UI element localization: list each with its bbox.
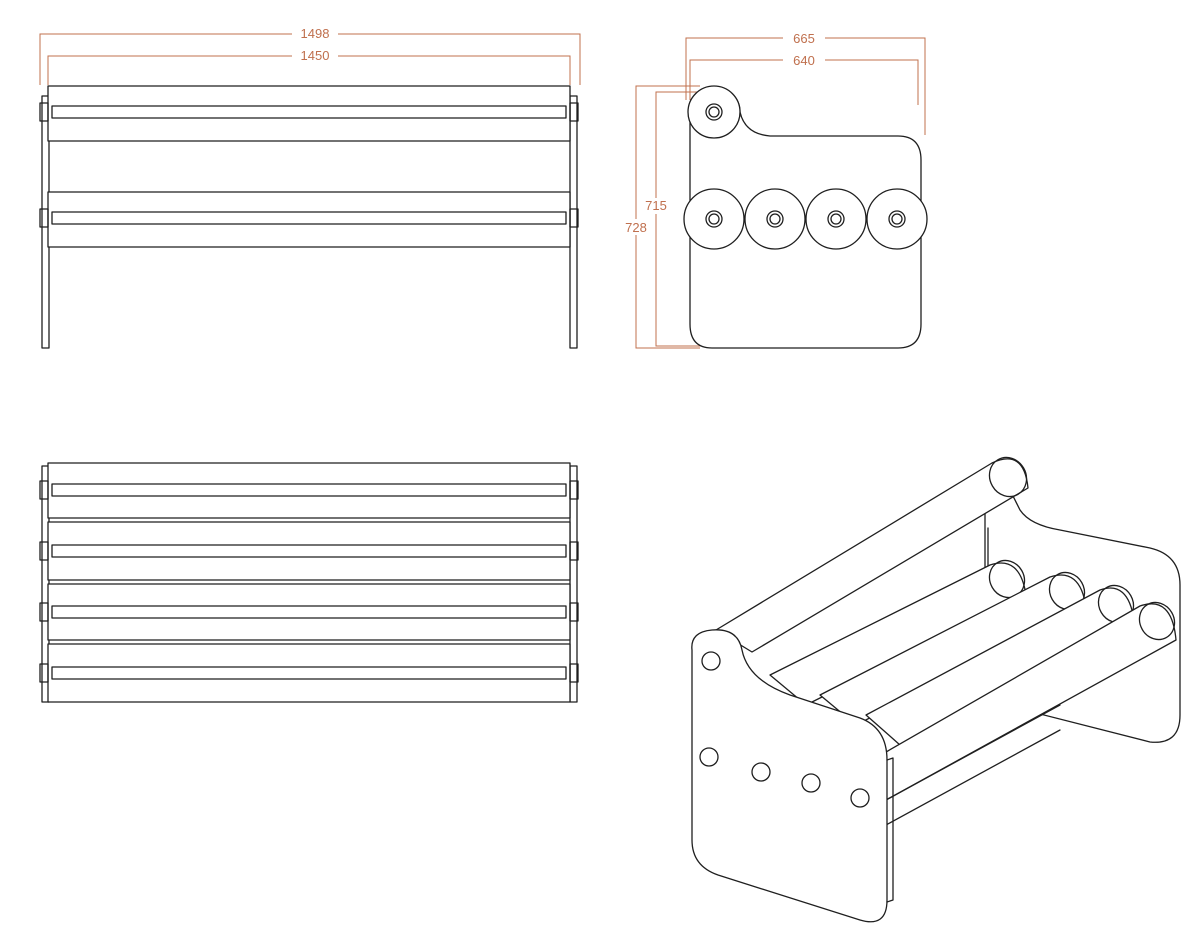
- top-view-roller-3: [47, 583, 571, 641]
- top-view-axle-4: [51, 666, 567, 680]
- top-view-axle-1: [51, 483, 567, 497]
- iso-underside-rail: [885, 704, 1061, 826]
- top-view-axle-2: [51, 544, 567, 558]
- side-top-roller-end: [687, 85, 741, 139]
- dimension-inner-width: 1450: [47, 48, 571, 85]
- top-view-bolt-right-1: [569, 480, 579, 500]
- top-view-bolt-left-4: [39, 663, 49, 683]
- side-view: 665 640 728 715: [620, 30, 928, 349]
- top-view-roller-2: [47, 521, 571, 581]
- side-seat-roller-end-3: [805, 188, 867, 250]
- top-view-roller-4: [47, 643, 571, 703]
- front-view: 1498 1450: [39, 26, 581, 349]
- front-seat-axle: [51, 211, 567, 225]
- front-seat-roller: [47, 191, 571, 248]
- top-view-roller-1: [47, 462, 571, 519]
- dimension-inner-depth: 640: [689, 52, 919, 105]
- top-view-axle-3: [51, 605, 567, 619]
- dimension-overall-height: 728: [620, 85, 700, 349]
- iso-front-bolt-holes: [699, 651, 870, 808]
- top-view-bolt-right-3: [569, 602, 579, 622]
- front-top-roller: [47, 85, 571, 142]
- isometric-view: [691, 456, 1181, 923]
- top-view-bolt-right-4: [569, 663, 579, 683]
- front-top-right-bolt: [569, 102, 579, 122]
- front-top-axle: [51, 105, 567, 119]
- side-seat-roller-end-2: [744, 188, 806, 250]
- top-view-right-panel: [569, 465, 578, 703]
- dimension-label-overall-height: 728: [625, 220, 647, 235]
- front-seat-left-bolt: [39, 208, 49, 228]
- dimension-overall-depth: 665: [685, 30, 926, 135]
- front-top-left-bolt: [39, 102, 49, 122]
- dimension-inner-height: 715: [641, 91, 705, 347]
- top-view-bolt-left-2: [39, 541, 49, 561]
- side-seat-roller-end-1: [683, 188, 745, 250]
- front-right-side-panel: [569, 95, 578, 349]
- top-view-bolt-left-1: [39, 480, 49, 500]
- top-view-bolt-right-2: [569, 541, 579, 561]
- side-seat-roller-end-4: [866, 188, 928, 250]
- top-view: [39, 462, 579, 703]
- dimension-label-overall-depth: 665: [793, 31, 815, 46]
- iso-front-side-plate: [691, 629, 888, 923]
- dimension-label-inner-depth: 640: [793, 53, 815, 68]
- iso-front-plate-thickness: [886, 757, 894, 903]
- front-seat-right-bolt: [569, 208, 579, 228]
- dimension-label-overall-width: 1498: [301, 26, 330, 41]
- dimension-label-inner-width: 1450: [301, 48, 330, 63]
- iso-seat-roller-4: [885, 603, 1177, 801]
- dimension-overall-width: 1498: [39, 26, 581, 85]
- top-view-bolt-left-3: [39, 602, 49, 622]
- dimension-label-inner-height: 715: [645, 198, 667, 213]
